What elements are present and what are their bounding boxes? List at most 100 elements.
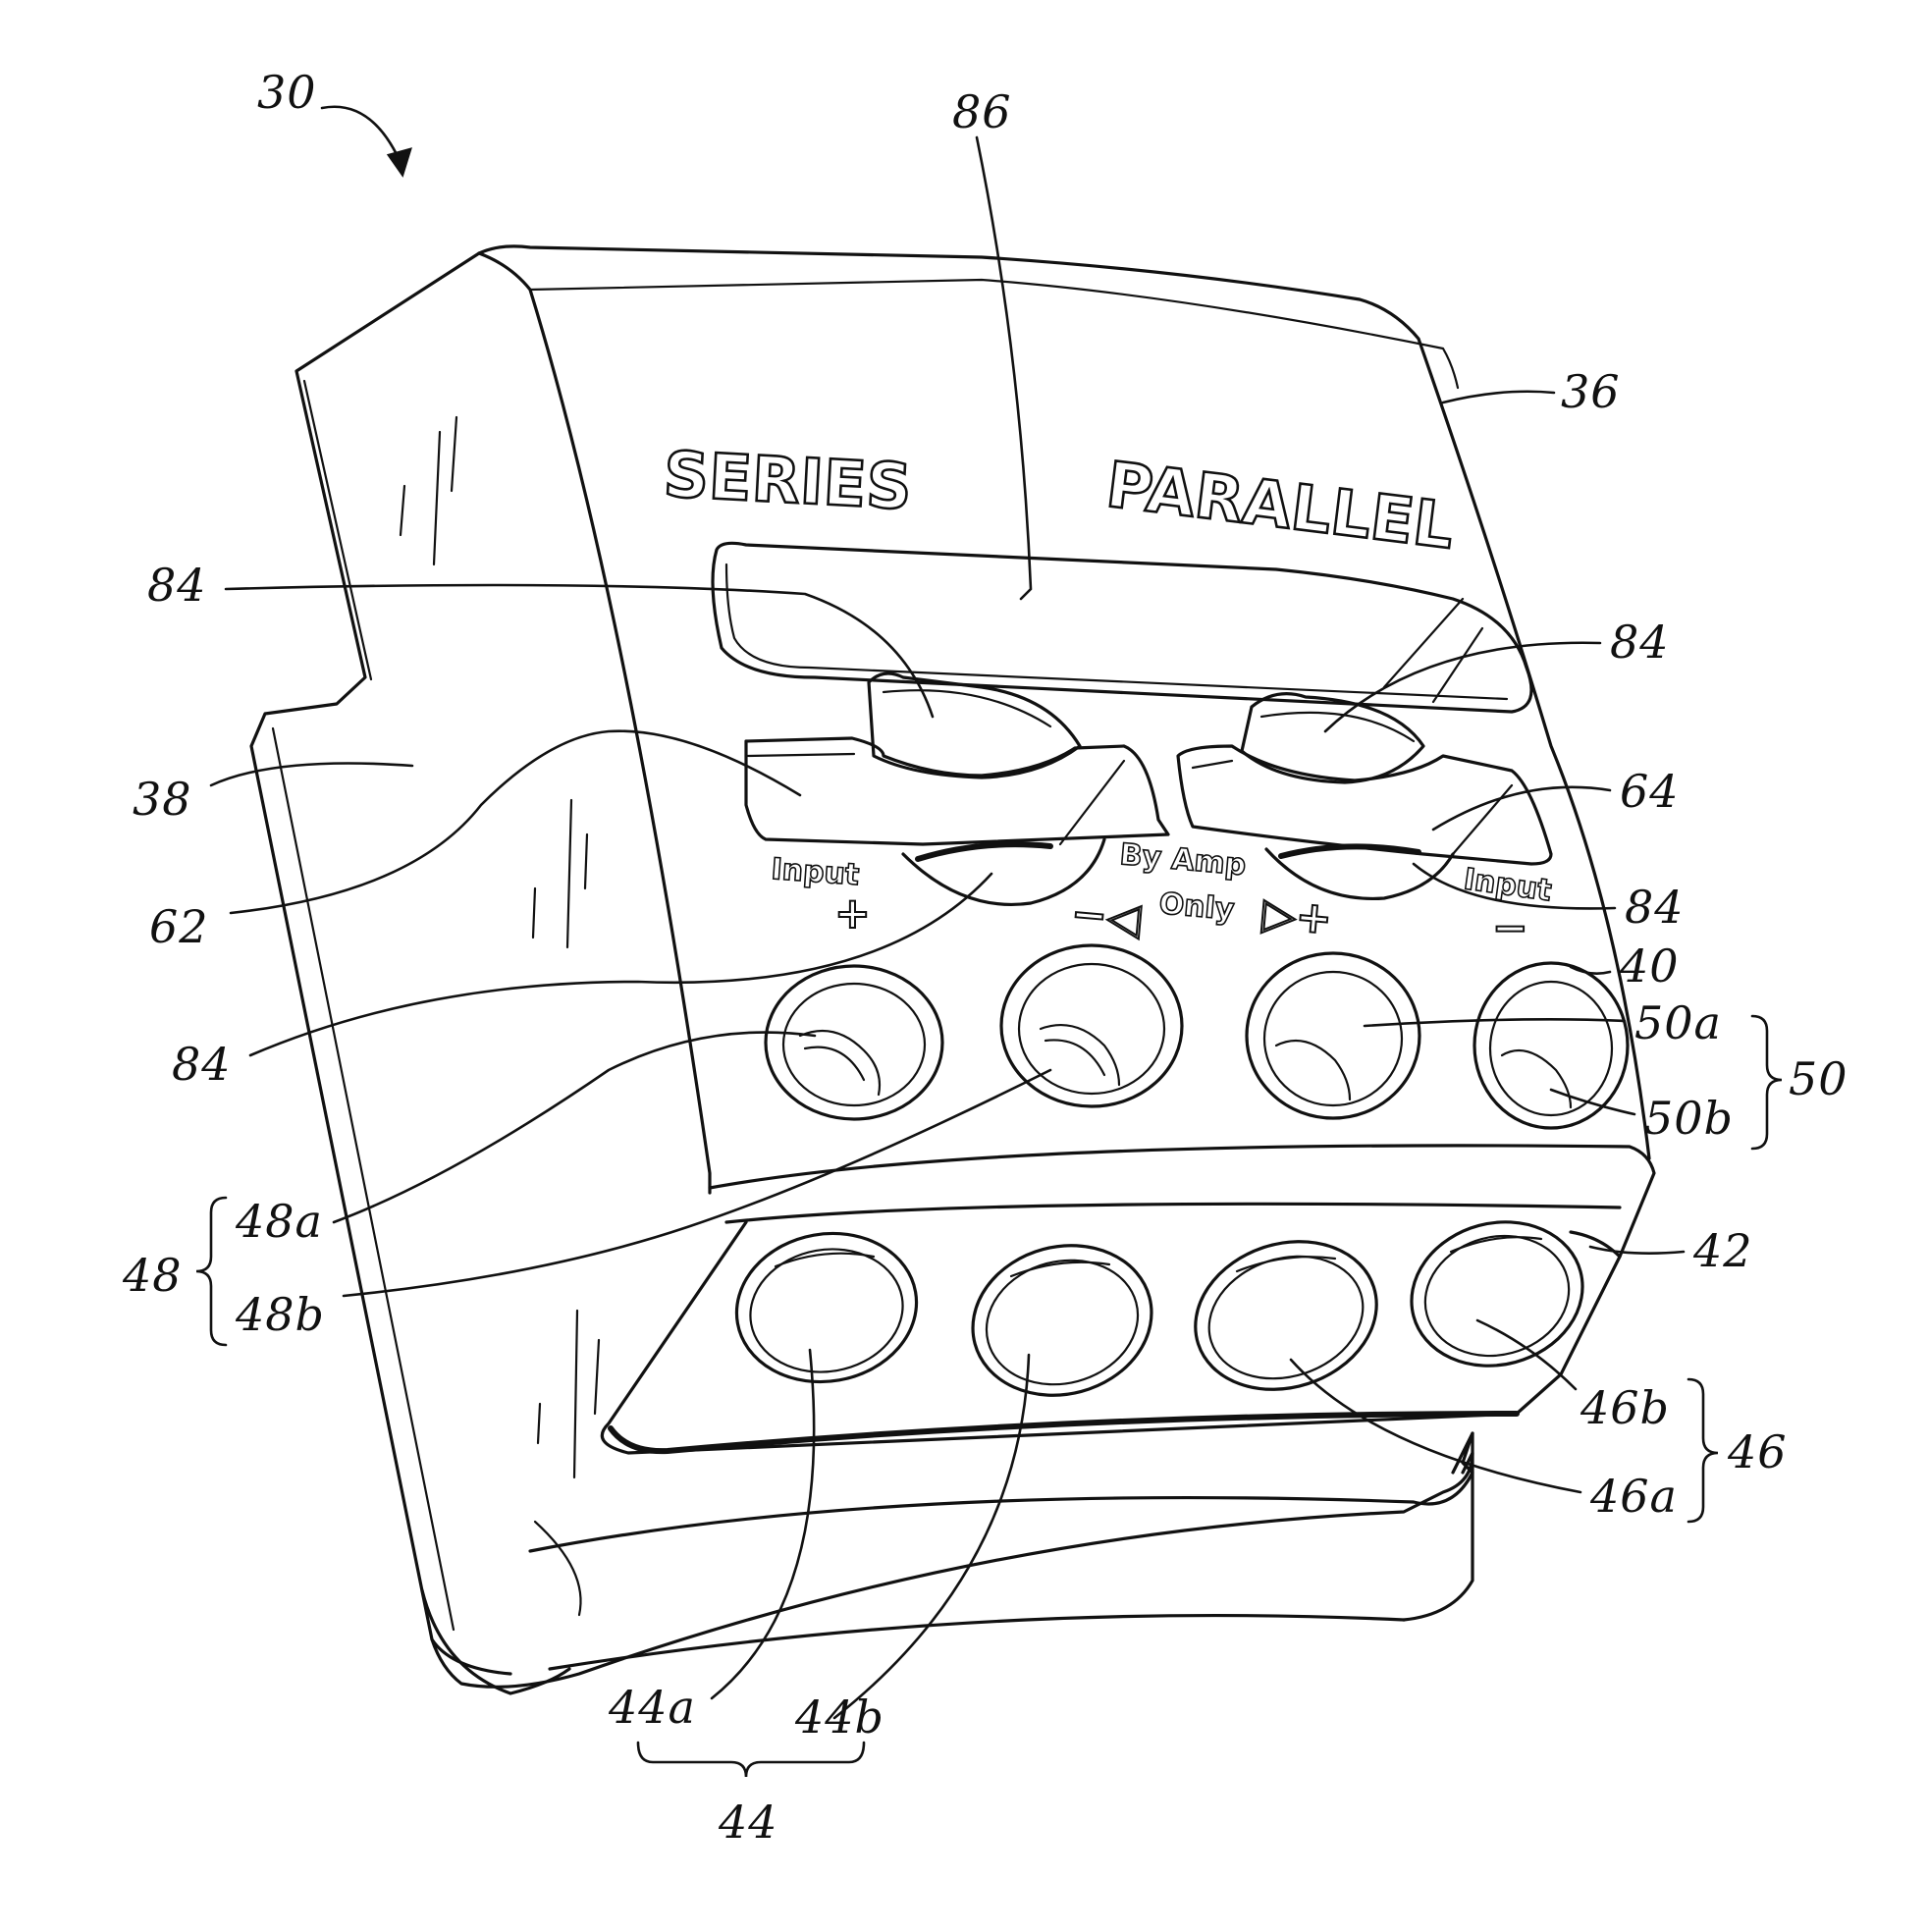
parallel-label: PARALLEL bbox=[1102, 449, 1458, 564]
switch-pad-64 bbox=[1176, 744, 1553, 866]
knob-84-left-upper bbox=[867, 671, 1082, 779]
by-amp-label: By Amp bbox=[1118, 837, 1247, 883]
leader-64 bbox=[1431, 785, 1612, 832]
left-side-wall bbox=[249, 251, 512, 1676]
ref-44b: 44b bbox=[794, 1690, 884, 1744]
ref-42: 42 bbox=[1692, 1224, 1753, 1277]
ref-44: 44 bbox=[718, 1796, 778, 1849]
series-label: SERIES bbox=[662, 439, 913, 524]
ref-84-b: 84 bbox=[1610, 616, 1670, 669]
brace-50 bbox=[1750, 1014, 1783, 1151]
base-outer bbox=[420, 1588, 571, 1695]
ref-50b: 50b bbox=[1644, 1092, 1734, 1145]
leader-84-d bbox=[248, 872, 993, 1057]
leader-62 bbox=[229, 729, 802, 915]
ref-46: 46 bbox=[1727, 1425, 1788, 1478]
window-outline bbox=[711, 541, 1533, 714]
device-body bbox=[249, 244, 1656, 1695]
knob-84-right-upper-inner bbox=[1259, 711, 1416, 743]
knob-84-right-lower-edge bbox=[1278, 843, 1421, 859]
base-right bbox=[1402, 1431, 1474, 1622]
ref-50a: 50a bbox=[1634, 996, 1722, 1049]
base-front-lip bbox=[528, 1431, 1474, 1553]
terminal-44b bbox=[971, 1244, 1153, 1397]
input-left-label: Input bbox=[770, 852, 860, 892]
switch-pad-62-top bbox=[744, 752, 1126, 846]
leader-lines bbox=[209, 105, 1686, 1720]
shading-marks bbox=[399, 415, 601, 1479]
leader-44a bbox=[710, 1348, 816, 1700]
leader-84-b bbox=[1323, 641, 1602, 733]
leader-84-c bbox=[1412, 862, 1617, 910]
leader-48a bbox=[332, 1031, 817, 1224]
plus-left-symbol: + bbox=[834, 888, 871, 939]
window-inner bbox=[724, 563, 1509, 701]
ref-30: 30 bbox=[257, 66, 317, 119]
upper-terminals bbox=[764, 943, 1630, 1130]
knob-84-right-upper bbox=[1240, 692, 1425, 784]
ref-84-d: 84 bbox=[172, 1038, 232, 1091]
ref-48b: 48b bbox=[235, 1288, 325, 1341]
leader-40 bbox=[1569, 965, 1612, 975]
leader-44b bbox=[832, 1353, 1031, 1720]
terminal-48a bbox=[764, 964, 944, 1121]
ref-64: 64 bbox=[1620, 765, 1680, 818]
ref-44a: 44a bbox=[608, 1681, 696, 1734]
lower-face-top bbox=[724, 1202, 1622, 1224]
base-bottom bbox=[548, 1613, 1406, 1671]
plus-right-arrow-symbol: ▷+ bbox=[1260, 888, 1334, 944]
terminal-50b bbox=[1473, 961, 1630, 1130]
minus-left-arrow-symbol: −◁ bbox=[1069, 888, 1143, 944]
leader-50a bbox=[1363, 1018, 1627, 1028]
window-right-chamfer bbox=[1382, 597, 1484, 704]
ref-86: 86 bbox=[952, 85, 1012, 138]
left-wall-inner-edge bbox=[271, 379, 455, 1632]
ref-62: 62 bbox=[149, 900, 209, 953]
top-face-rim bbox=[528, 278, 1460, 390]
brace-46 bbox=[1687, 1377, 1719, 1524]
leader-46b bbox=[1475, 1318, 1578, 1391]
braces bbox=[195, 1014, 1783, 1778]
ref-48: 48 bbox=[122, 1249, 183, 1302]
lower-face-groove bbox=[608, 1411, 1520, 1455]
brace-44 bbox=[636, 1741, 866, 1778]
top-face bbox=[477, 244, 1651, 1160]
ref-40: 40 bbox=[1619, 939, 1680, 993]
ref-38: 38 bbox=[133, 773, 192, 826]
reference-numerals: 30 86 36 84 84 38 64 62 84 40 84 50a 50 … bbox=[122, 66, 1848, 1849]
window-86 bbox=[711, 541, 1533, 714]
switch-pad-62 bbox=[744, 736, 1170, 846]
leader-42 bbox=[1588, 1245, 1686, 1255]
only-label: Only bbox=[1157, 886, 1236, 928]
leader-50b bbox=[1549, 1088, 1636, 1116]
top-face-inner-edge bbox=[477, 251, 712, 1195]
terminal-44a bbox=[734, 1231, 919, 1384]
terminal-46a bbox=[1194, 1240, 1378, 1391]
leader-48b bbox=[342, 1068, 1052, 1298]
lower-terminals bbox=[734, 1220, 1584, 1397]
ref-84-a: 84 bbox=[147, 559, 207, 612]
leader-36 bbox=[1441, 390, 1556, 404]
base-inner bbox=[533, 1520, 582, 1617]
ref-50: 50 bbox=[1789, 1052, 1848, 1105]
ref-84-c: 84 bbox=[1625, 881, 1685, 934]
terminal-50a bbox=[1245, 951, 1421, 1120]
knob-84-right-lower bbox=[1264, 847, 1455, 901]
arrow-30-head bbox=[386, 147, 412, 178]
ref-46b: 46b bbox=[1580, 1381, 1670, 1434]
knob-84-left-lower bbox=[901, 837, 1106, 907]
minus-right-symbol: − bbox=[1492, 903, 1528, 953]
leader-86 bbox=[975, 135, 1033, 601]
switch-pad-64-top bbox=[1191, 759, 1514, 856]
leader-46a bbox=[1289, 1358, 1582, 1494]
ref-48a: 48a bbox=[235, 1195, 323, 1248]
terminal-46b bbox=[1410, 1220, 1584, 1368]
brace-48 bbox=[195, 1196, 228, 1347]
switch-pads bbox=[744, 671, 1553, 907]
ref-36: 36 bbox=[1561, 365, 1621, 418]
ref-46a: 46a bbox=[1589, 1470, 1678, 1523]
leader-84-a bbox=[224, 583, 935, 719]
lower-face bbox=[600, 1220, 1622, 1455]
